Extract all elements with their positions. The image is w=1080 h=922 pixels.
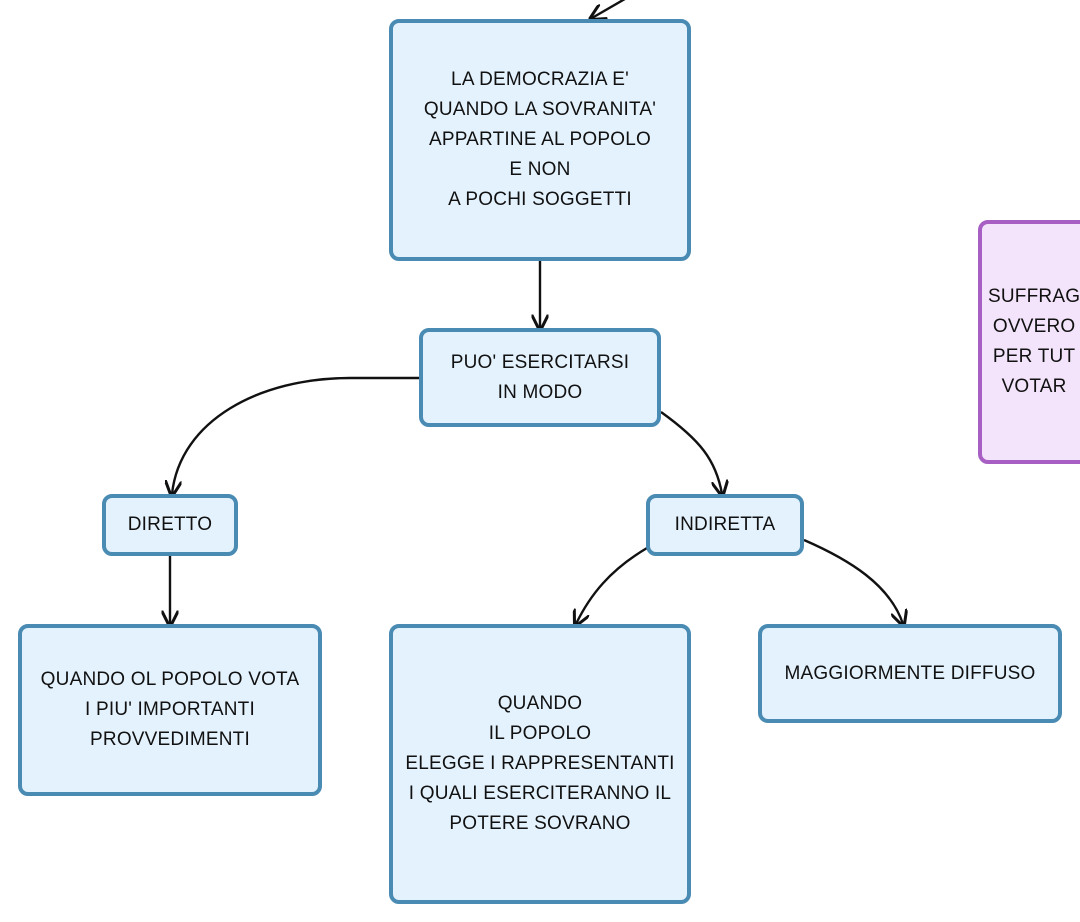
- node-exercise-modes[interactable]: PUO' ESERCITARSI IN MODO: [419, 328, 661, 427]
- node-indirect-text: INDIRETTA: [674, 514, 776, 535]
- node-indirect-note[interactable]: MAGGIORMENTE DIFFUSO: [758, 624, 1062, 723]
- node-indirect-description[interactable]: QUANDO IL POPOLO ELEGGE I RAPPRESENTANTI…: [389, 624, 691, 904]
- node-suffrage-partial-text: SUFFRAG OVVERO PER TUT VOTAR: [988, 286, 1080, 397]
- node-exercise-modes-text: PUO' ESERCITARSI IN MODO: [450, 351, 630, 403]
- node-direct[interactable]: DIRETTO: [102, 494, 238, 556]
- connector-modes-to-indirect: [660, 411, 722, 494]
- connector-indirect-to-note: [803, 538, 903, 624]
- connector-indirect-to-description: [576, 546, 648, 624]
- connector-modes-to-direct: [172, 376, 419, 494]
- node-democracy-definition[interactable]: LA DEMOCRAZIA E' QUANDO LA SOVRANITA' AP…: [389, 19, 691, 261]
- node-suffrage-partial[interactable]: SUFFRAG OVVERO PER TUT VOTAR: [978, 220, 1080, 464]
- node-indirect-note-text: MAGGIORMENTE DIFFUSO: [784, 662, 1036, 684]
- node-indirect[interactable]: INDIRETTA: [646, 494, 804, 556]
- node-democracy-definition-text: LA DEMOCRAZIA E' QUANDO LA SOVRANITA' AP…: [423, 69, 657, 210]
- node-direct-text: DIRETTO: [127, 514, 213, 535]
- node-indirect-description-text: QUANDO IL POPOLO ELEGGE I RAPPRESENTANTI…: [405, 693, 675, 834]
- node-direct-description[interactable]: QUANDO OL POPOLO VOTA I PIU' IMPORTANTI …: [18, 624, 322, 796]
- connector-incoming-top: [592, 0, 626, 18]
- node-direct-description-text: QUANDO OL POPOLO VOTA I PIU' IMPORTANTI …: [40, 669, 300, 750]
